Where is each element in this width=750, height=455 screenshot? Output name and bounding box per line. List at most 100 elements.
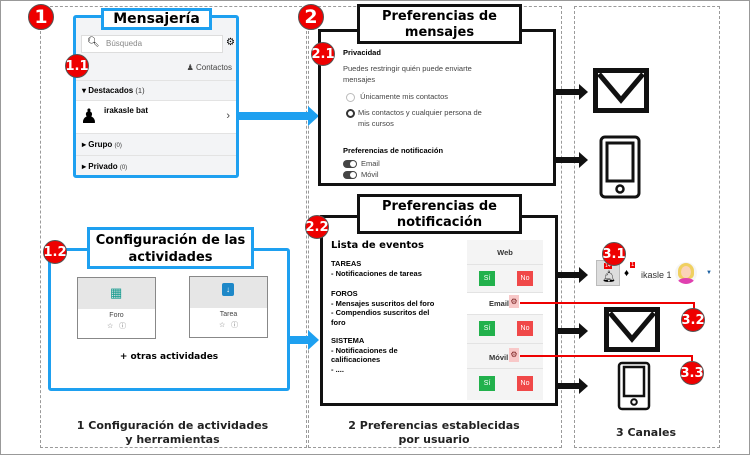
activity-card-foro[interactable]: ▦ Foro ☆ ⓘ (77, 277, 156, 339)
teacher-avatar-icon: ♟ (80, 106, 98, 128)
event-item: - Mensajes suscritos del foro (331, 298, 435, 308)
chevron-right-icon: › (226, 110, 230, 122)
caret-right-icon: ▸ (82, 140, 87, 149)
group-grupo[interactable]: ▸ Grupo (0) (76, 133, 236, 155)
event-item: calificaciones (331, 355, 381, 364)
arrow-to-email-1 (556, 84, 588, 100)
user-avatar[interactable] (675, 262, 697, 284)
option-label-line2: mis cursos (358, 119, 394, 128)
email-toggle[interactable] (343, 160, 357, 168)
event-item: - Notificaciones de (331, 345, 398, 355)
section-2-footer: 2 Preferencias establecidas por usuario (308, 419, 560, 447)
arrow-to-mobile-1 (556, 152, 588, 168)
section-3-column (574, 6, 720, 448)
channel-email-header-row (467, 292, 543, 314)
star-icon[interactable]: ☆ (106, 323, 114, 330)
search-box[interactable]: 🔍︎ Búsqueda (81, 35, 223, 53)
messages-button[interactable]: ♦ 1 (624, 262, 638, 282)
event-group-name: SISTEMA (331, 336, 365, 345)
section-3-footer: 3 Canales (615, 426, 676, 439)
star-icon[interactable]: ☆ (218, 322, 226, 329)
badge-2-1: 2.1 (311, 42, 335, 66)
person-icon: ♟ (186, 63, 194, 72)
group-count: (0) (119, 165, 128, 171)
card-actions: ☆ ⓘ (190, 320, 267, 330)
events-heading: Lista de eventos (331, 240, 424, 251)
footer-line2: por usuario (398, 433, 470, 446)
badge-3-3: 3.3 (680, 361, 704, 385)
email-no-button[interactable]: No (517, 321, 533, 336)
email-toggle-label: Email (361, 159, 380, 168)
avatar-shirt (678, 278, 694, 284)
bell-icon: 🔔︎ (602, 271, 616, 283)
gear-icon[interactable]: ⚙ (226, 37, 235, 48)
event-group-foros: FOROS - Mensajes suscritos del foro - Co… (331, 289, 434, 327)
badge-1-2: 1.2 (43, 240, 67, 264)
radio-unselected-icon[interactable] (346, 92, 355, 102)
message-preferences-title: Preferencias de mensajes (357, 4, 522, 44)
mobile-settings-gear-icon[interactable]: ⚙ (509, 348, 519, 362)
smartphone-icon (599, 135, 641, 199)
title-line2: mensajes (404, 25, 475, 40)
card-header: ↓ (190, 277, 267, 308)
user-menu-caret-icon[interactable]: ▼ (706, 270, 712, 276)
radio-only-contacts[interactable]: Únicamente mis contactos (346, 92, 448, 102)
web-yes-button[interactable]: Sí (479, 271, 495, 286)
arrow-to-mobile-2 (558, 378, 588, 394)
notification-preferences-title: Preferencias de notificación (357, 194, 522, 234)
envelope-icon-email-channel (604, 307, 660, 352)
mobile-toggle[interactable] (343, 171, 357, 179)
event-group-name: FOROS (331, 289, 358, 298)
email-settings-gear-icon[interactable]: ⚙ (509, 295, 519, 308)
radio-contacts-and-courses[interactable]: Mis contactos y cualquier persona de mis… (346, 107, 482, 129)
radio-selected-icon[interactable] (346, 109, 355, 118)
contact-item[interactable]: ♟ irakasle bat › (76, 100, 236, 133)
mobile-yes-button[interactable]: Sí (479, 376, 495, 391)
mobile-no-button[interactable]: No (517, 376, 533, 391)
event-group-tareas: TAREAS - Notificaciones de tareas (331, 259, 422, 278)
event-group-sistema: SISTEMA - Notificaciones de calificacion… (331, 336, 398, 374)
search-input[interactable]: Búsqueda (106, 39, 143, 48)
email-yes-button[interactable]: Sí (479, 321, 495, 336)
user-name[interactable]: ikasle 1 (641, 270, 672, 280)
connector-mobile-gear (520, 355, 692, 357)
option-label: Únicamente mis contactos (360, 92, 449, 101)
card-name: Foro (109, 312, 124, 319)
channel-web-header: Web (497, 248, 513, 257)
group-destacados[interactable]: ▾ Destacados (1) (76, 80, 236, 100)
assignment-icon: ↓ (222, 283, 234, 296)
privacy-description: Puedes restringir quién puede enviarte m… (343, 63, 472, 85)
card-header: ▦ (78, 278, 155, 309)
footer-line1: 2 Preferencias establecidas (348, 419, 520, 432)
message-count: 1 (630, 262, 636, 268)
title-line2: notificación (396, 215, 483, 230)
caret-right-icon: ▸ (82, 162, 87, 171)
caret-down-icon: ▾ (82, 86, 87, 95)
event-item: foro (331, 317, 346, 327)
event-item: - .... (331, 364, 344, 374)
activities-title-line1: Configuración de las (95, 233, 246, 248)
group-count: (0) (114, 143, 122, 149)
group-count: (1) (135, 86, 145, 95)
contacts-link[interactable]: ♟ Contactos (187, 63, 232, 72)
connector-mobile-gear-drop (691, 355, 693, 361)
notification-prefs-heading: Preferencias de notificación (343, 146, 444, 155)
messaging-panel: 🔍︎ Búsqueda ⚙ ♟ Contactos ▾ Destacados (… (73, 15, 239, 178)
flow-arrow-activities (290, 330, 319, 350)
title-line1: Preferencias de (381, 9, 498, 24)
badge-2-2: 2.2 (305, 215, 329, 239)
info-icon[interactable]: ⓘ (119, 323, 127, 330)
group-label: Grupo (88, 140, 113, 149)
card-name: Tarea (219, 311, 238, 318)
messaging-title: Mensajería (101, 8, 212, 30)
activity-card-tarea[interactable]: ↓ Tarea ☆ ⓘ (189, 276, 268, 338)
smartphone-icon-mobile-channel (617, 361, 651, 411)
arrow-to-email-2 (558, 323, 588, 339)
badge-1-1: 1.1 (65, 54, 89, 78)
channel-email-row (467, 314, 543, 343)
title-line1: Preferencias de (381, 199, 498, 214)
group-privado[interactable]: ▸ Privado (0) (76, 155, 236, 176)
option-label-line1: Mis contactos y cualquier persona de (358, 108, 482, 117)
web-no-button[interactable]: No (517, 271, 533, 286)
info-icon[interactable]: ⓘ (231, 322, 239, 329)
